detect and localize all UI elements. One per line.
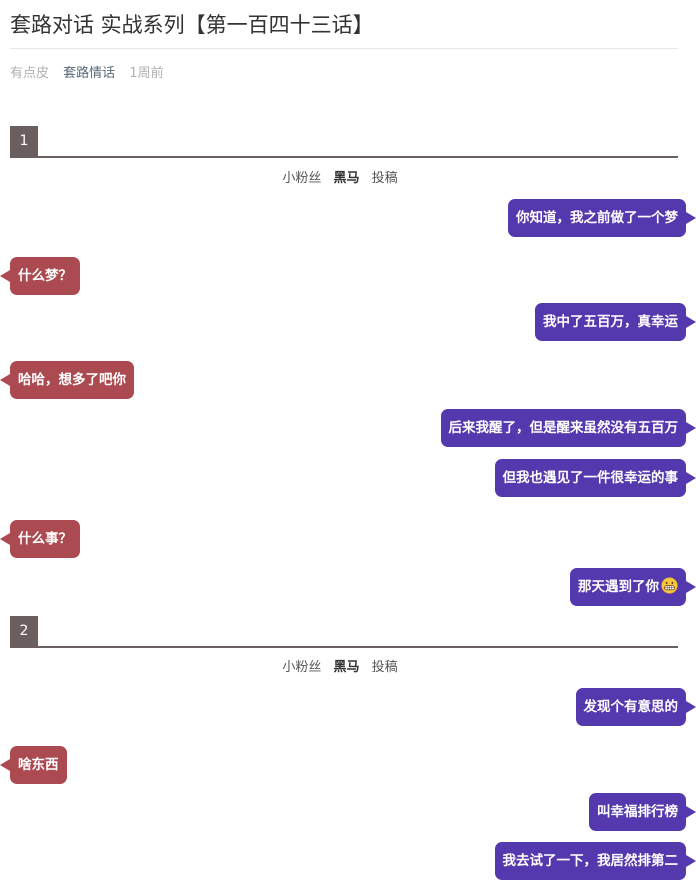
chat-bubble-incoming: 什么梦？ bbox=[0, 257, 80, 295]
chat-bubble-incoming: 什么事？ bbox=[0, 520, 80, 558]
section-header-1: 1 bbox=[10, 126, 678, 158]
chat-bubble-outgoing: 那天遇到了你 bbox=[570, 568, 696, 606]
article-meta: 有点皮 套路情话 1周前 bbox=[10, 65, 164, 83]
author-name: 有点皮 bbox=[10, 66, 50, 81]
chat-bubble-outgoing: 但我也遇见了一件很幸运的事 bbox=[494, 459, 696, 497]
section-divider bbox=[10, 646, 678, 648]
section-divider bbox=[10, 156, 678, 158]
section-number: 1 bbox=[10, 126, 38, 157]
chat-bubble-outgoing: 后来我醒了，但是醒来虽然没有五百万 bbox=[440, 409, 696, 447]
credit-prefix: 小粉丝 bbox=[282, 171, 322, 186]
post-time: 1周前 bbox=[129, 66, 164, 81]
chat-bubble-incoming: 啥东西 bbox=[0, 746, 67, 784]
chat-bubble-outgoing: 发现个有意思的 bbox=[575, 688, 696, 726]
chat-bubble-incoming: 哈哈，想多了吧你 bbox=[0, 361, 134, 399]
section-header-2: 2 bbox=[10, 616, 678, 648]
contributor-name[interactable]: 黑马 bbox=[333, 660, 360, 675]
bubble-text: 那天遇到了你 bbox=[578, 579, 659, 595]
chat-bubble-outgoing: 叫幸福排行榜 bbox=[589, 793, 696, 831]
article-title: 套路对话 实战系列【第一百四十三话】 bbox=[10, 13, 374, 37]
contributor-name[interactable]: 黑马 bbox=[333, 171, 360, 186]
chat-bubble-outgoing: 你知道，我之前做了一个梦 bbox=[508, 199, 696, 237]
credit-suffix: 投稿 bbox=[371, 660, 398, 675]
credit-suffix: 投稿 bbox=[371, 171, 398, 186]
title-divider bbox=[10, 48, 678, 49]
category-link[interactable]: 套路情话 bbox=[63, 66, 116, 81]
chat-bubble-outgoing: 我去试了一下，我居然排第二 bbox=[494, 842, 696, 880]
chat-bubble-outgoing: 我中了五百万，真幸运 bbox=[535, 303, 696, 341]
grinning-face-emoji-icon bbox=[661, 577, 678, 594]
contributor-credit: 小粉丝 黑马 投稿 bbox=[0, 170, 680, 188]
credit-prefix: 小粉丝 bbox=[282, 660, 322, 675]
section-number: 2 bbox=[10, 616, 38, 647]
contributor-credit: 小粉丝 黑马 投稿 bbox=[0, 659, 680, 677]
